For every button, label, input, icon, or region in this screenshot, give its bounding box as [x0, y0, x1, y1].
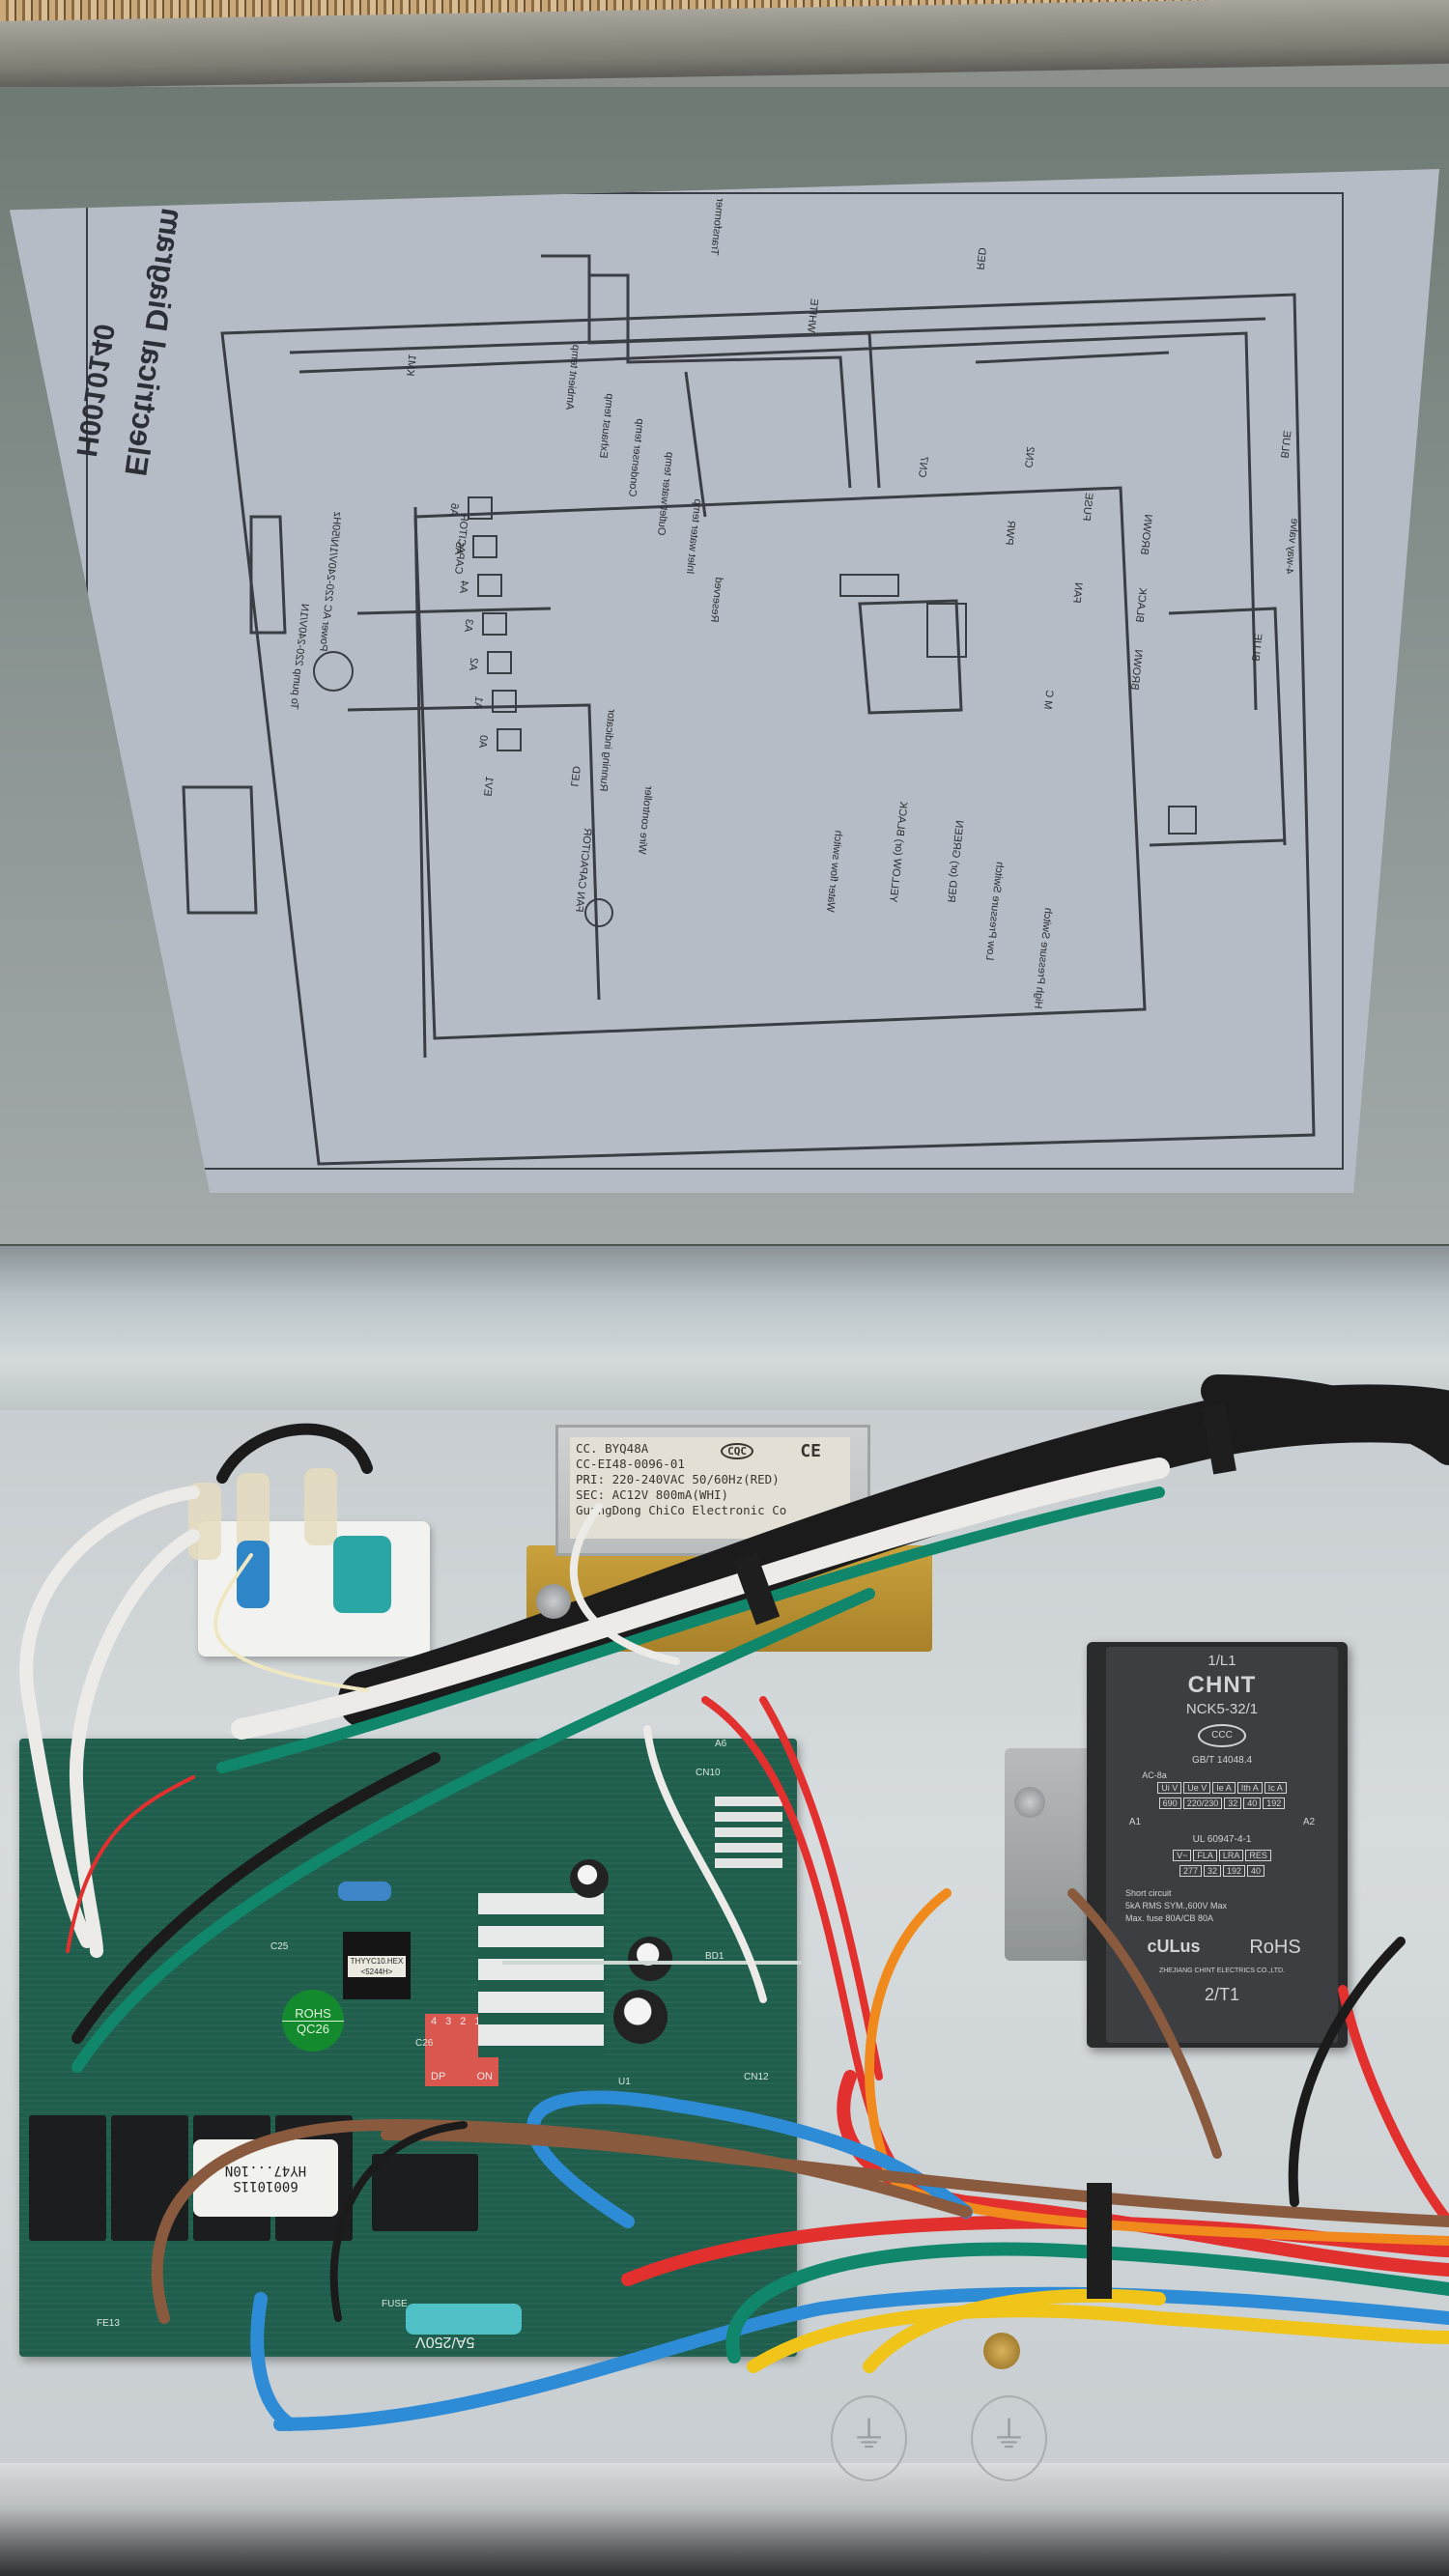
firmware-version: <5244H> — [360, 1967, 393, 1976]
rating-value: 40 — [1243, 1798, 1262, 1809]
qc-text: QC26 — [282, 2020, 344, 2036]
heatsink — [478, 1893, 604, 2057]
relay — [111, 2115, 188, 2241]
control-board — [19, 1739, 797, 2357]
short-circuit-title: Short circuit — [1125, 1888, 1172, 1898]
schematic-lines — [86, 192, 1344, 1170]
earth-ground-icon: ⏚ — [831, 2395, 907, 2481]
dip-switch-numbers: 4321 — [431, 2016, 490, 2027]
silk-fuse: FUSE — [382, 2299, 408, 2309]
capacitor — [570, 1859, 609, 1898]
silk-cn12: CN12 — [744, 2072, 769, 2082]
contactor-standard: GB/T 14048.4 — [1191, 1755, 1253, 1766]
ul-listed-mark-icon: cULus — [1147, 1937, 1201, 1956]
crimp-terminal-teal — [333, 1536, 391, 1613]
rating-header: Ic A — [1264, 1782, 1287, 1794]
silk-c26: C26 — [415, 2038, 434, 2049]
terminal-l1-label: 1/L1 — [1208, 1653, 1236, 1669]
rohs-sticker: ROHS QC26 — [282, 1990, 344, 2052]
terminal-block — [188, 1468, 430, 1656]
contactor-ratings-values: 690 220/230 32 40 192 — [1106, 1798, 1338, 1809]
ul-header: RES — [1245, 1850, 1271, 1861]
contactor-brand: CHNT — [1187, 1672, 1257, 1698]
screw-icon — [1014, 1787, 1045, 1818]
rohs-text: ROHS — [295, 2005, 331, 2021]
short-circuit-rating: 5kA RMS SYM.,600V Max — [1125, 1901, 1228, 1911]
rating-header: Ith A — [1236, 1782, 1263, 1794]
contactor-label-face: 1/L1 CHNT NCK5-32/1 CCC GB/T 14048.4 AC-… — [1106, 1647, 1338, 2043]
ul-value: 192 — [1223, 1865, 1246, 1877]
ul-headers: V~ FLA LRA RES — [1106, 1850, 1338, 1861]
transformer-maker: GuangDong ChiCo Electronic Co — [576, 1503, 787, 1517]
heatsink-small — [715, 1797, 782, 1874]
crimp-terminal-blue — [237, 1541, 270, 1608]
crimp-terminal — [304, 1468, 337, 1545]
fuse — [406, 2304, 522, 2335]
dip-switch-on-label: ON — [476, 2071, 494, 2082]
transformer-part: CC-EI48-0096-01 — [576, 1457, 685, 1471]
capacitor — [613, 1990, 668, 2044]
contactor-mount-bracket — [1005, 1748, 1092, 1961]
rating-header: Ie A — [1212, 1782, 1236, 1794]
ul-header: FLA — [1193, 1850, 1217, 1861]
ul-value: 277 — [1179, 1865, 1202, 1877]
silk-c25: C25 — [270, 1941, 289, 1952]
transformer-secondary: SEC: AC12V 800mA(WHI) — [576, 1487, 729, 1502]
capacitor — [628, 1937, 672, 1981]
silk-bd1: BD1 — [705, 1951, 724, 1962]
rohs-mark: RoHS — [1249, 1937, 1301, 1958]
contactor-ratings-headers: Ui V Ue V Ie A Ith A Ic A — [1106, 1782, 1338, 1794]
coil-a1-label: A1 — [1128, 1817, 1142, 1827]
ul-header: LRA — [1218, 1850, 1244, 1861]
firmware-name: THYYC10.HEX — [350, 1957, 404, 1966]
ul-values: 277 32 192 40 — [1106, 1865, 1338, 1877]
silk-u1: U1 — [618, 2077, 631, 2087]
silk-cn10: CN10 — [696, 1768, 721, 1778]
rating-header: Ue V — [1183, 1782, 1211, 1794]
coil-a2-label: A2 — [1302, 1817, 1316, 1827]
ul-header: V~ — [1173, 1850, 1192, 1861]
crimp-terminal — [237, 1473, 270, 1550]
rating-value: 220/230 — [1182, 1798, 1223, 1809]
relay-large — [372, 2154, 478, 2231]
cqc-mark-icon: CQC — [721, 1443, 753, 1459]
dip-switch-dp-label: DP — [431, 2071, 446, 2082]
silkscreen-line — [502, 1961, 802, 1965]
firmware-label: THYYC10.HEX <5244H> — [348, 1956, 406, 1977]
contactor-maker: ZHEJIANG CHINT ELECTRICS CO.,LTD. — [1158, 1967, 1286, 1974]
ul-value: 40 — [1247, 1865, 1265, 1877]
rating-value: 690 — [1158, 1798, 1181, 1809]
earth-ground-icon: ⏚ — [971, 2395, 1047, 2481]
rating-header: Ui V — [1157, 1782, 1182, 1794]
wiring-diagram-sheet: Electrical Diagram H0010140 Transformer … — [10, 169, 1439, 1193]
screw-icon — [536, 1584, 571, 1619]
box-front-lip — [0, 2463, 1449, 2576]
rating-value: 192 — [1263, 1798, 1286, 1809]
terminal-t1-label: 2/T1 — [1204, 1985, 1240, 2004]
relay — [29, 2115, 106, 2241]
ul-value: 32 — [1203, 1865, 1221, 1877]
silk-a6: A6 — [715, 1739, 727, 1749]
transformer-model: CC. BYQ48A — [576, 1441, 649, 1456]
ccc-mark-icon: CCC — [1198, 1724, 1246, 1747]
ce-mark-icon: CE — [800, 1441, 821, 1461]
ceramic-capacitor — [338, 1882, 391, 1901]
short-circuit-fuse: Max. fuse 80A/CB 80A — [1125, 1913, 1214, 1923]
contactor-model: NCK5-32/1 — [1185, 1701, 1259, 1717]
transformer-primary: PRI: 220-240VAC 50/60Hz(RED) — [576, 1472, 780, 1486]
contactor-category: AC-8a — [1142, 1770, 1167, 1780]
rating-value: 32 — [1224, 1798, 1242, 1809]
silk-fe13: FE13 — [97, 2318, 120, 2329]
ground-screw-icon — [983, 2333, 1020, 2369]
ul-standard: UL 60947-4-1 — [1192, 1834, 1252, 1845]
